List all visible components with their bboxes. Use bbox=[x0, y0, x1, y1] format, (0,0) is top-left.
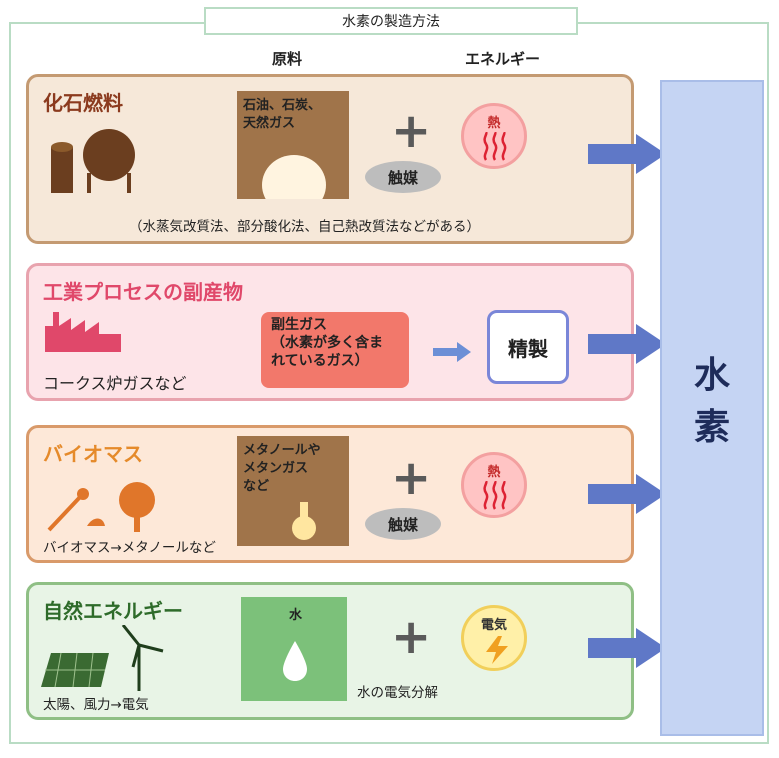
refine-box: 精製 bbox=[487, 310, 569, 384]
panel-title: バイオマス bbox=[43, 442, 143, 466]
byproduct-gas-box: 副生ガス （水素が多く含ま れているガス） bbox=[261, 312, 409, 388]
raw-material-box: メタノールや メタンガス など bbox=[237, 436, 349, 546]
arrow-icon bbox=[588, 474, 666, 514]
panel-fossil-fuel: 化石燃料 石油、石炭、 天然ガス + 触媒 熱 （水蒸気改質法、部分酸化法、自己… bbox=[26, 74, 634, 244]
panel-natural-energy: 自然エネルギー 太陽、風力→電気 水 + 水の電気分解 電気 bbox=[26, 582, 634, 720]
panel-biomass: バイオマス バイオマス→メタノールなど メタノールや メタンガス など + 触媒… bbox=[26, 425, 634, 563]
raw-material-label: メタノールや メタンガス など bbox=[243, 443, 321, 494]
oil-tank-icon bbox=[51, 129, 135, 193]
panel-title: 工業プロセスの副産物 bbox=[43, 280, 243, 304]
raw-material-label: 水 bbox=[289, 608, 303, 623]
byproduct-gas-label: 副生ガス （水素が多く含ま れているガス） bbox=[271, 317, 383, 369]
heat-icon: 熱 bbox=[461, 452, 527, 518]
hydrogen-label-line2: 素 bbox=[693, 407, 730, 448]
raw-material-label: 石油、石炭、 天然ガス bbox=[243, 98, 322, 131]
flask-icon bbox=[292, 502, 316, 540]
biomass-note: バイオマス→メタノールなど bbox=[43, 540, 216, 556]
biomass-icon bbox=[47, 482, 155, 532]
lightning-icon bbox=[486, 636, 508, 664]
heat-label: 熱 bbox=[487, 116, 501, 131]
header-energy: エネルギー bbox=[465, 50, 541, 68]
heat-waves-icon bbox=[483, 481, 507, 510]
catalyst-label: 触媒 bbox=[365, 161, 441, 193]
arrow-icon bbox=[588, 324, 666, 364]
arrow-icon bbox=[433, 342, 471, 362]
natural-note: 太陽、風力→電気 bbox=[43, 697, 149, 713]
hydrogen-label-line1: 水 bbox=[693, 355, 730, 396]
plus-icon: + bbox=[391, 103, 432, 159]
industrial-note: コークス炉ガスなど bbox=[43, 374, 187, 393]
electricity-icon: 電気 bbox=[461, 605, 527, 671]
arrow-icon bbox=[588, 628, 666, 668]
electrolysis-note: 水の電気分解 bbox=[357, 685, 438, 701]
plus-icon: + bbox=[391, 450, 432, 506]
arrow-icon bbox=[588, 134, 666, 174]
gas-tank-icon bbox=[262, 155, 326, 199]
water-drop-icon bbox=[283, 641, 307, 681]
catalyst-label: 触媒 bbox=[365, 508, 441, 540]
panel-industrial: 工業プロセスの副産物 コークス炉ガスなど 副生ガス （水素が多く含ま れているガ… bbox=[26, 263, 634, 401]
raw-material-box: 水 bbox=[241, 597, 347, 701]
fossil-note: （水蒸気改質法、部分酸化法、自己熱改質法などがある） bbox=[129, 219, 480, 235]
header-raw-material: 原料 bbox=[272, 50, 303, 68]
plus-icon: + bbox=[391, 609, 432, 665]
electricity-label: 電気 bbox=[480, 618, 507, 633]
hydrogen-box: 水 素 bbox=[660, 80, 764, 736]
panel-title: 化石燃料 bbox=[43, 91, 123, 115]
heat-waves-icon bbox=[483, 132, 507, 161]
panel-title: 自然エネルギー bbox=[43, 599, 183, 623]
factory-icon bbox=[45, 312, 121, 352]
raw-material-box: 石油、石炭、 天然ガス bbox=[237, 91, 349, 199]
solar-wind-icon bbox=[41, 625, 164, 691]
heat-label: 熱 bbox=[487, 465, 501, 480]
heat-icon: 熱 bbox=[461, 103, 527, 169]
hydrogen-label: 水 素 bbox=[662, 350, 762, 454]
diagram-title: 水素の製造方法 bbox=[204, 7, 578, 35]
